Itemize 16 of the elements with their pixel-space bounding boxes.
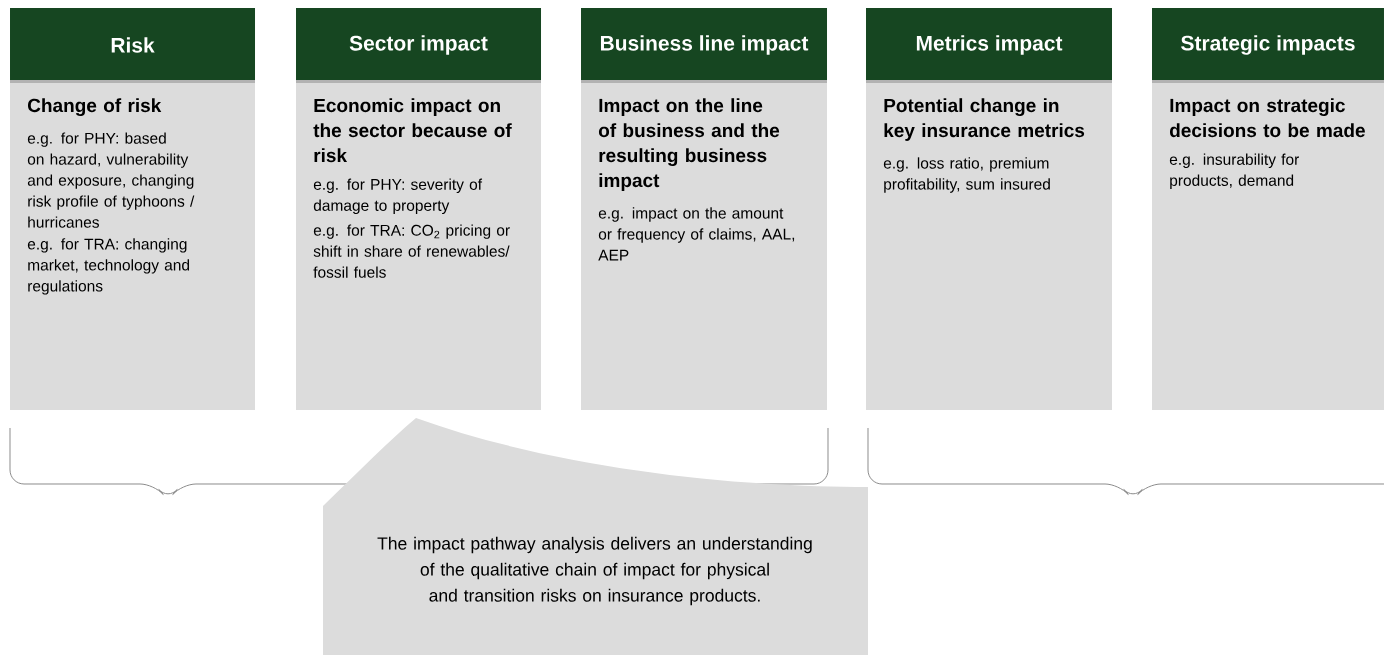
card-heading: Potential change in key insurance metrics: [884, 98, 1085, 141]
header-bar: Metrics impact: [866, 8, 1112, 83]
card-heading: Change of risk: [28, 98, 162, 116]
card-text: e.g. for TRA: changing market, technology and regulations: [27, 238, 190, 295]
card-text: e.g. insurability for products, demand: [1169, 153, 1299, 189]
callout: The impact pathway analysis delivers an understanding of the qualitative chain of impact for physical and transition risks on insurance products.: [323, 418, 868, 655]
header-bar: Strategic impacts: [1152, 8, 1384, 83]
header-bar: Business line impact: [581, 8, 827, 83]
card-text: e.g. loss ratio, premium profitability, sum insured: [883, 157, 1050, 193]
card-heading: Economic impact on the sector because of risk: [313, 98, 512, 163]
card-heading: Impact on the line of business and the resulting business impact: [598, 98, 780, 191]
card-text: e.g. impact on the amount or frequency of claims, AAL, AEP: [598, 207, 795, 261]
header-bar: Sector impact: [296, 8, 541, 83]
card-text: e.g. for TRA: CO$_{2}$ pricing or shift in share of renewables/ fossil fuels: [313, 224, 510, 278]
header-bar: Risk: [10, 8, 255, 83]
card-heading: Impact on strategic decisions to be made: [1170, 98, 1365, 138]
